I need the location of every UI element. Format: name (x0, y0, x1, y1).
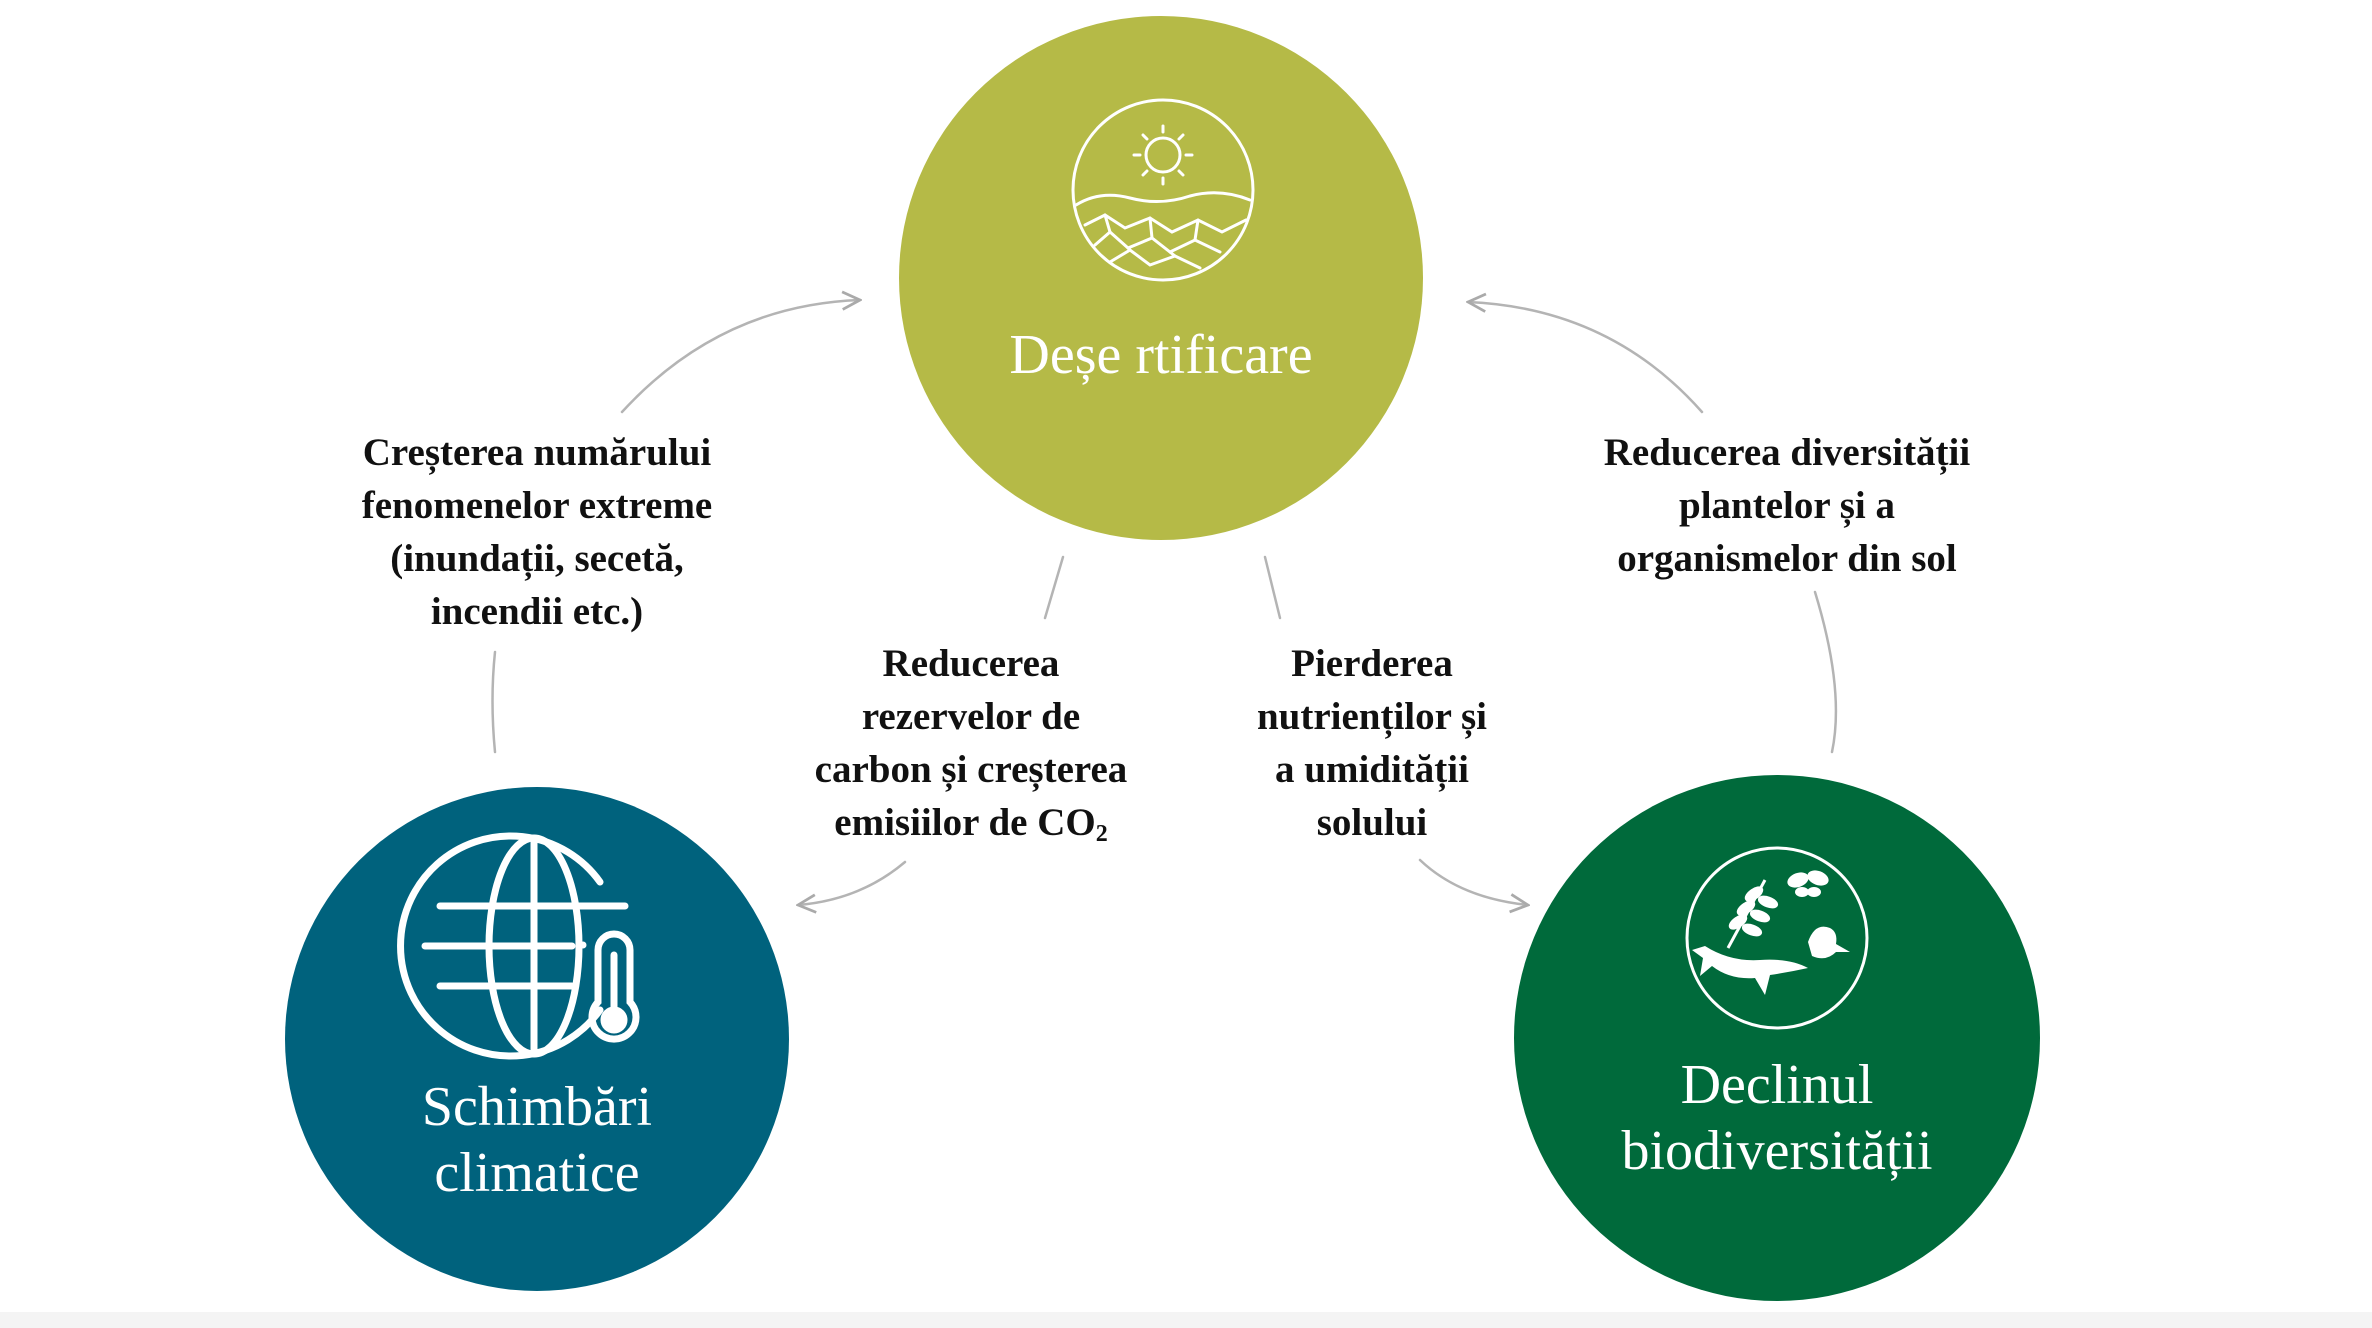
biodiversity-circle (1514, 775, 2040, 1301)
label-biodiversity-to-desert: Reducerea diversității plantelor și a or… (1537, 426, 2037, 585)
co2-subscript: 2 (1095, 821, 1108, 847)
label-line: Pierderea (1291, 642, 1453, 685)
label-desert-to-biodiversity: Pierderea nutrienților și a umidității s… (1172, 637, 1572, 849)
wildlife-icon (1685, 846, 1869, 1030)
co2-text: emisiilor de CO (834, 801, 1096, 844)
climate-title: Schimbări climatice (237, 1074, 837, 1206)
label-line: plantelor și a (1679, 484, 1895, 527)
node-desertification (899, 16, 1423, 540)
label-line: (inundații, secetă, (390, 537, 684, 580)
arrow-climate-to-desert (620, 300, 860, 414)
sun-cracked-earth-icon (1071, 98, 1255, 282)
node-biodiversity (1514, 775, 2040, 1301)
label-desert-to-climate: Reducerea rezervelor de carbon și crește… (771, 637, 1171, 861)
connector-desert-right (1263, 555, 1282, 620)
label-line: a umidității (1275, 748, 1469, 791)
label-line: nutrienților și (1256, 695, 1488, 738)
label-line: fenomenelor extreme (361, 484, 713, 527)
arrow-desert-to-climate (798, 860, 907, 905)
label-line: Reducerea diversității (1603, 431, 1971, 474)
bottom-strip (0, 1312, 2372, 1328)
label-line: rezervelor de (861, 695, 1081, 738)
label-line: incendii etc.) (430, 590, 644, 633)
label-climate-to-desert: Creșterea numărului fenomenelor extreme … (287, 426, 787, 638)
desertification-circle (899, 16, 1423, 540)
biodiversity-title-line2: biodiversității (1621, 1120, 1933, 1182)
climate-title-line2: climatice (434, 1142, 640, 1204)
biodiversity-title: Declinul biodiversității (1477, 1052, 2077, 1184)
connector-desert-left (1043, 555, 1065, 620)
connector-climate-left (491, 650, 497, 754)
arrow-biodiversity-to-desert (1468, 302, 1704, 414)
desertification-title: Deșe rtificare (861, 322, 1461, 388)
label-line-co2: emisiilor de CO2 (771, 796, 1171, 861)
node-climate (285, 787, 789, 1291)
label-line: solului (1316, 801, 1428, 844)
arrow-desert-to-biodiversity (1418, 858, 1528, 905)
climate-title-line1: Schimbări (421, 1076, 653, 1138)
globe-thermometer-icon (397, 832, 640, 1060)
label-line: Reducerea (882, 642, 1060, 685)
label-line: Creșterea numărului (362, 431, 712, 474)
biodiversity-title-line1: Declinul (1680, 1054, 1874, 1116)
label-line: organismelor din sol (1617, 537, 1957, 580)
connector-biodiversity-right (1813, 590, 1838, 754)
label-line: carbon și creșterea (814, 748, 1128, 791)
desertification-title-text: Deșe rtificare (1009, 324, 1313, 386)
